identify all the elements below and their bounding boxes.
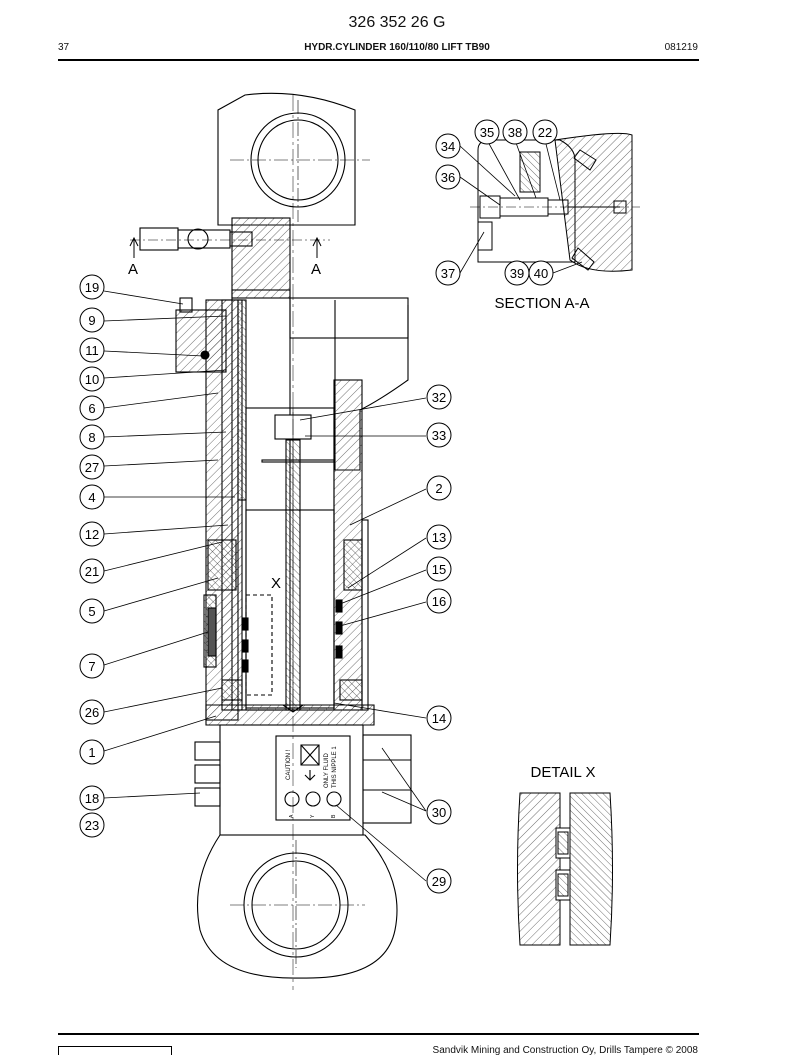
callout-34: 34 — [435, 133, 461, 159]
callout-14: 14 — [426, 705, 452, 731]
svg-text:19: 19 — [85, 280, 99, 295]
svg-text:21: 21 — [85, 564, 99, 579]
svg-text:27: 27 — [85, 460, 99, 475]
svg-text:8: 8 — [88, 430, 95, 445]
footer-rule — [58, 1033, 699, 1035]
section-a-a-title: SECTION A-A — [494, 295, 589, 312]
svg-text:16: 16 — [432, 594, 446, 609]
svg-text:13: 13 — [432, 530, 446, 545]
callout-37: 37 — [435, 260, 461, 286]
callout-13: 13 — [426, 524, 452, 550]
callout-26: 26 — [79, 699, 105, 725]
detail-marker-label: X — [271, 575, 281, 592]
detail-x-view — [517, 792, 613, 946]
svg-text:40: 40 — [534, 266, 548, 281]
detail-x-title: DETAIL X — [530, 764, 595, 781]
callout-19: 19 — [79, 274, 105, 300]
plate-text-line-1: ONLY FLUID — [324, 753, 330, 788]
section-marker-left-label: A — [128, 261, 138, 278]
callout-32: 32 — [426, 384, 452, 410]
svg-text:6: 6 — [88, 401, 95, 416]
callout-36: 36 — [435, 164, 461, 190]
callout-40: 40 — [528, 260, 554, 286]
svg-text:4: 4 — [88, 490, 95, 505]
section-marker-left — [129, 236, 139, 258]
callout-22: 22 — [532, 119, 558, 145]
port-a-label: A — [289, 814, 295, 818]
svg-text:11: 11 — [85, 343, 99, 358]
svg-text:23: 23 — [85, 818, 99, 833]
callout-2: 2 — [426, 475, 452, 501]
cylinder-section-view — [130, 92, 412, 990]
document-number: 326 352 26 G — [348, 14, 446, 31]
callout-1: 1 — [79, 739, 105, 765]
plate-caution-text: CAUTION ! — [286, 749, 292, 780]
svg-text:32: 32 — [432, 390, 446, 405]
callout-23: 23 — [79, 812, 105, 838]
svg-text:37: 37 — [441, 266, 455, 281]
callout-35: 35 — [474, 119, 500, 145]
svg-text:38: 38 — [508, 125, 522, 140]
svg-text:30: 30 — [432, 805, 446, 820]
callout-30: 30 — [426, 799, 452, 825]
svg-text:29: 29 — [432, 874, 446, 889]
drawing-date: 081219 — [664, 42, 698, 53]
svg-text:34: 34 — [441, 139, 455, 154]
page-number: 37 — [58, 42, 70, 53]
leader-lines — [103, 139, 583, 882]
plate-text-line-2: THIS NIPPLE 1 — [332, 746, 338, 788]
callout-39: 39 — [504, 260, 530, 286]
callout-9: 9 — [79, 307, 105, 333]
callout-8: 8 — [79, 424, 105, 450]
svg-text:36: 36 — [441, 170, 455, 185]
callout-4: 4 — [79, 484, 105, 510]
drawing-title: HYDR.CYLINDER 160/110/80 LIFT TB90 — [304, 42, 490, 53]
section-a-a-view — [470, 132, 640, 272]
callout-38: 38 — [502, 119, 528, 145]
callout-10: 10 — [79, 366, 105, 392]
callout-27: 27 — [79, 454, 105, 480]
svg-text:9: 9 — [88, 313, 95, 328]
callout-15: 15 — [426, 556, 452, 582]
company-logo — [58, 1046, 172, 1055]
svg-text:14: 14 — [432, 711, 446, 726]
svg-text:12: 12 — [85, 527, 99, 542]
svg-text:22: 22 — [538, 125, 552, 140]
svg-text:15: 15 — [432, 562, 446, 577]
svg-text:5: 5 — [88, 604, 95, 619]
footer-copyright: Sandvik Mining and Construction Oy, Dril… — [432, 1045, 698, 1056]
port-b-label: B — [331, 814, 337, 818]
callout-16: 16 — [426, 588, 452, 614]
section-marker-right-label: A — [311, 261, 321, 278]
callout-11: 11 — [79, 337, 105, 363]
svg-text:35: 35 — [480, 125, 494, 140]
callout-18: 18 — [79, 785, 105, 811]
svg-text:2: 2 — [435, 481, 442, 496]
svg-text:33: 33 — [432, 428, 446, 443]
callout-7: 7 — [79, 653, 105, 679]
svg-text:10: 10 — [85, 372, 99, 387]
port-y-label: Y — [310, 814, 316, 818]
callout-6: 6 — [79, 395, 105, 421]
section-marker-right — [312, 236, 322, 258]
callout-21: 21 — [79, 558, 105, 584]
callout-33: 33 — [426, 422, 452, 448]
svg-text:18: 18 — [85, 791, 99, 806]
header-rule — [58, 59, 699, 61]
svg-text:39: 39 — [510, 266, 524, 281]
svg-text:7: 7 — [88, 659, 95, 674]
callout-12: 12 — [79, 521, 105, 547]
svg-text:1: 1 — [88, 745, 95, 760]
callout-5: 5 — [79, 598, 105, 624]
svg-text:26: 26 — [85, 705, 99, 720]
callout-29: 29 — [426, 868, 452, 894]
